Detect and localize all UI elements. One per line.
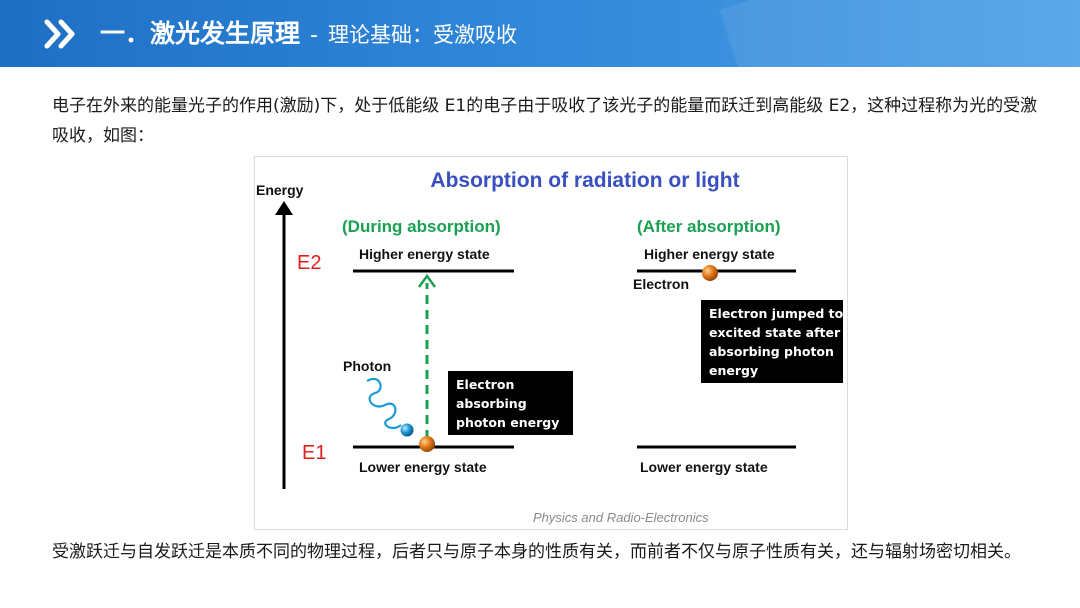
energy-axis-arrowhead xyxy=(275,201,293,215)
left-electron xyxy=(419,436,435,452)
left-info-line-3: photon energy xyxy=(456,415,559,430)
figure-credit: Physics and Radio-Electronics xyxy=(533,510,709,525)
right-info-line-2: excited state after xyxy=(709,325,841,340)
right-electron-label: Electron xyxy=(633,276,689,292)
figure-title: Absorption of radiation or light xyxy=(430,169,739,192)
slide-header: 一．激光发生原理-理论基础：受激吸收 xyxy=(0,0,1080,67)
left-info-line-1: Electron xyxy=(456,377,514,392)
right-info-line-1: Electron jumped to xyxy=(709,306,844,321)
conclusion-paragraph: 受激跃迁与自发跃迁是本质不同的物理过程，后者只与原子本身的性质有关，而前者不仅与… xyxy=(52,542,1021,562)
title-subtitle: 理论基础：受激吸收 xyxy=(327,23,517,47)
photon-wave xyxy=(366,378,402,430)
right-info-box xyxy=(701,300,843,383)
left-info-text: Electron absorbing photon energy xyxy=(456,377,559,430)
left-info-box xyxy=(448,371,573,435)
absorption-figure: Energy Absorption of radiation or light … xyxy=(254,156,848,530)
intro-paragraph: 电子在外来的能量光子的作用(激励)下，处于低能级 E1的电子由于吸收了该光子的能… xyxy=(52,96,1038,146)
level-label-e1: E1 xyxy=(302,442,326,464)
page-title: 一．激光发生原理-理论基础：受激吸收 xyxy=(100,16,517,52)
transition-arrowhead xyxy=(417,273,437,288)
energy-axis-label: Energy xyxy=(256,182,304,198)
right-high-state-label: Higher energy state xyxy=(644,246,775,262)
absorption-diagram: Energy Absorption of radiation or light … xyxy=(256,169,847,525)
right-low-state-label: Lower energy state xyxy=(640,459,768,475)
level-label-e2: E2 xyxy=(297,252,321,274)
left-info-line-2: absorbing xyxy=(456,396,527,411)
double-chevron-icon xyxy=(44,19,75,49)
photon-particle xyxy=(400,423,414,437)
right-electron xyxy=(702,265,718,281)
right-info-line-3: absorbing photon xyxy=(709,344,834,359)
right-caption: (After absorption) xyxy=(637,217,781,236)
title-main: 一．激光发生原理 xyxy=(100,19,301,48)
right-info-text: Electron jumped to excited state after a… xyxy=(709,306,847,378)
left-low-state-label: Lower energy state xyxy=(359,459,487,475)
photon-label: Photon xyxy=(343,358,391,374)
left-caption: (During absorption) xyxy=(342,217,501,236)
right-info-line-4: energy xyxy=(709,363,758,378)
title-separator: - xyxy=(310,23,318,48)
left-high-state-label: Higher energy state xyxy=(359,246,490,262)
